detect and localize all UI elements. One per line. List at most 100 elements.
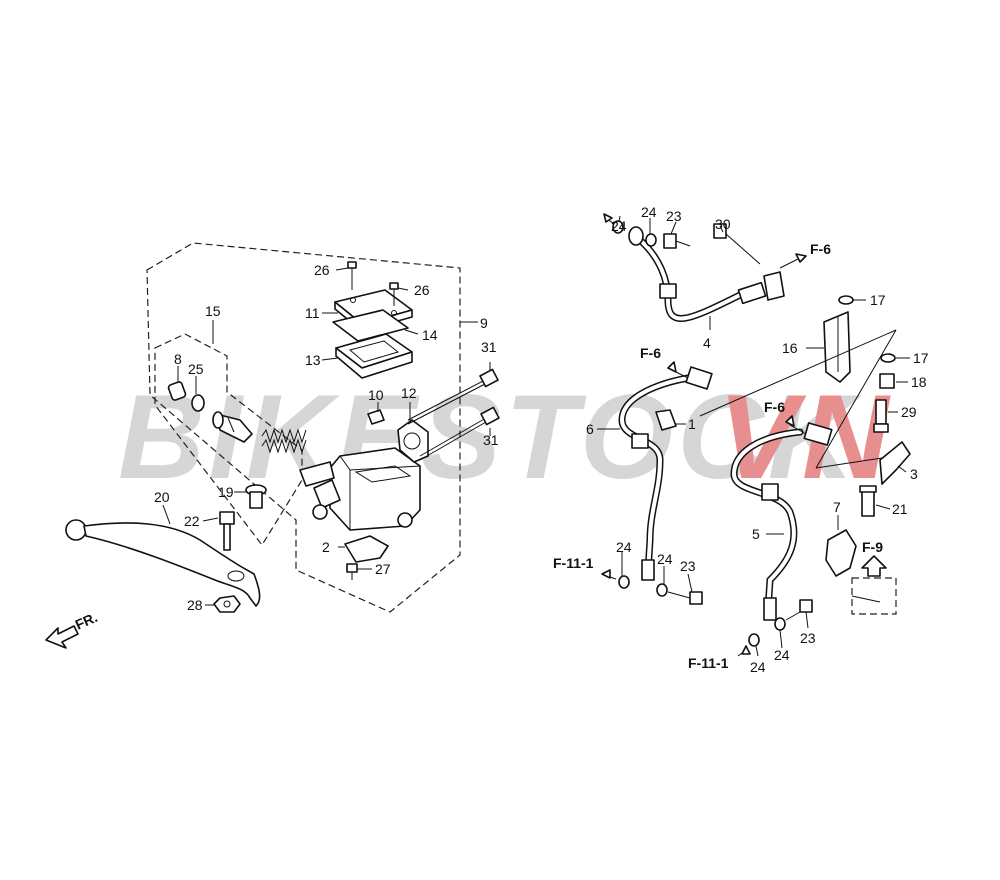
pivot-bolt[interactable] xyxy=(245,484,267,509)
hose-stay[interactable] xyxy=(823,311,851,383)
stay-bolt[interactable] xyxy=(873,399,889,433)
f6-mid-arrow xyxy=(785,415,795,427)
callout-8: 8 xyxy=(174,351,182,367)
callout-15: 15 xyxy=(205,303,221,319)
cap-screw-right[interactable] xyxy=(389,282,399,306)
piston-kit-group-outline xyxy=(154,333,303,547)
clip[interactable] xyxy=(367,409,385,425)
callout-31-lower: 31 xyxy=(483,432,499,448)
callout-20: 20 xyxy=(154,489,170,505)
piston[interactable] xyxy=(212,411,253,443)
callout-27: 27 xyxy=(375,561,391,577)
callout-2: 2 xyxy=(322,539,330,555)
hose-guide[interactable] xyxy=(825,529,857,577)
spring[interactable] xyxy=(261,428,307,454)
front-direction-marker: FR. xyxy=(45,609,100,649)
ref-f11-left: F-11-1 xyxy=(553,555,594,571)
sealing-washer-top-a[interactable] xyxy=(612,220,624,234)
callout-31-upper: 31 xyxy=(481,339,497,355)
brake-light-switch[interactable] xyxy=(344,535,389,563)
callout-17-lower: 17 xyxy=(913,350,929,366)
callout-11: 11 xyxy=(305,305,320,321)
callout-12: 12 xyxy=(401,385,417,401)
ref-f6-left: F-6 xyxy=(640,345,661,361)
switch-screw[interactable] xyxy=(346,563,358,580)
callout-22: 22 xyxy=(184,513,200,529)
f11-left-arrow xyxy=(601,569,611,579)
holder-bolt-lower[interactable] xyxy=(419,406,500,461)
leader-lines-left xyxy=(162,267,491,606)
oil-bolt-right[interactable] xyxy=(785,599,813,621)
sealing-washer-right-a[interactable] xyxy=(748,633,760,647)
callout-24-top-left: 24 xyxy=(611,218,627,234)
cap-screw-left[interactable] xyxy=(347,261,357,290)
callout-21: 21 xyxy=(892,501,908,517)
callout-29: 29 xyxy=(901,404,917,420)
lever-pivot-bolt[interactable] xyxy=(219,511,235,551)
callout-23-right: 23 xyxy=(800,630,816,646)
diaphragm-plate[interactable] xyxy=(332,309,409,342)
sealing-washer-top-b[interactable] xyxy=(645,233,657,247)
f9-arrow xyxy=(861,555,887,577)
callout-9: 9 xyxy=(480,315,488,331)
clamp-bolt[interactable] xyxy=(859,485,877,517)
callout-26-right: 26 xyxy=(414,282,430,298)
leader-lines-right xyxy=(597,215,910,657)
callout-14: 14 xyxy=(422,327,438,343)
callout-23-left: 23 xyxy=(680,558,696,574)
f6-left-arrow xyxy=(667,361,677,373)
brake-lever[interactable] xyxy=(65,519,261,607)
callout-24-right-a: 24 xyxy=(750,659,766,675)
master-cylinder-group-outline xyxy=(146,242,461,613)
callout-24-left-a: 24 xyxy=(616,539,632,555)
oil-bolt-top[interactable] xyxy=(663,233,691,249)
marker-arrow-top xyxy=(603,213,613,223)
callout-13: 13 xyxy=(305,352,321,368)
ref-f11-right: F-11-1 xyxy=(688,655,729,671)
callout-23-top: 23 xyxy=(666,208,682,224)
holder-bolt-upper[interactable] xyxy=(407,368,499,425)
hose-clamp-3[interactable] xyxy=(879,441,911,485)
sealing-washer-left-a[interactable] xyxy=(618,575,630,589)
callout-25: 25 xyxy=(188,361,204,377)
callout-1: 1 xyxy=(688,416,696,432)
sealing-washer-right-b[interactable] xyxy=(774,617,786,631)
callout-28: 28 xyxy=(187,597,203,613)
callout-24-top: 24 xyxy=(641,204,657,220)
washer-upper[interactable] xyxy=(838,295,854,305)
callout-30: 30 xyxy=(715,216,731,232)
callout-6: 6 xyxy=(586,421,594,437)
master-cylinder-body[interactable] xyxy=(299,447,421,531)
ref-f6-top: F-6 xyxy=(810,241,831,257)
washer-lower[interactable] xyxy=(880,353,896,363)
callout-7: 7 xyxy=(833,499,841,515)
callout-19: 19 xyxy=(218,484,234,500)
ref-f9: F-9 xyxy=(862,539,883,555)
lever-nut[interactable] xyxy=(213,595,241,613)
callout-26-left: 26 xyxy=(314,262,330,278)
diaphragm[interactable] xyxy=(335,333,413,379)
callout-5: 5 xyxy=(752,526,760,542)
handlebar-holder[interactable] xyxy=(397,419,429,463)
callout-4: 4 xyxy=(703,335,711,351)
reference-labels: F-6 F-6 F-6 F-11-1 F-11-1 F-9 xyxy=(553,241,883,671)
f11-right-arrow xyxy=(741,645,751,655)
oil-bolt-left[interactable] xyxy=(667,591,703,605)
upper-banjo[interactable] xyxy=(628,226,644,246)
sealing-washer-left-b[interactable] xyxy=(656,583,668,597)
callout-3: 3 xyxy=(910,466,918,482)
brake-hose-upper[interactable] xyxy=(636,236,785,322)
circlip[interactable] xyxy=(191,394,205,412)
brake-hose-right[interactable] xyxy=(730,422,833,621)
hose-clamp[interactable] xyxy=(655,409,677,431)
callout-18: 18 xyxy=(911,374,927,390)
callout-24-right-b: 24 xyxy=(774,647,790,663)
dust-boot[interactable] xyxy=(167,381,187,401)
collar[interactable] xyxy=(879,373,895,389)
brake-hose-left[interactable] xyxy=(618,366,713,581)
front-marker-label: FR. xyxy=(73,609,100,633)
bolt-30[interactable] xyxy=(713,223,761,265)
callout-17-upper: 17 xyxy=(870,292,886,308)
f9-bolt-box xyxy=(851,577,897,615)
